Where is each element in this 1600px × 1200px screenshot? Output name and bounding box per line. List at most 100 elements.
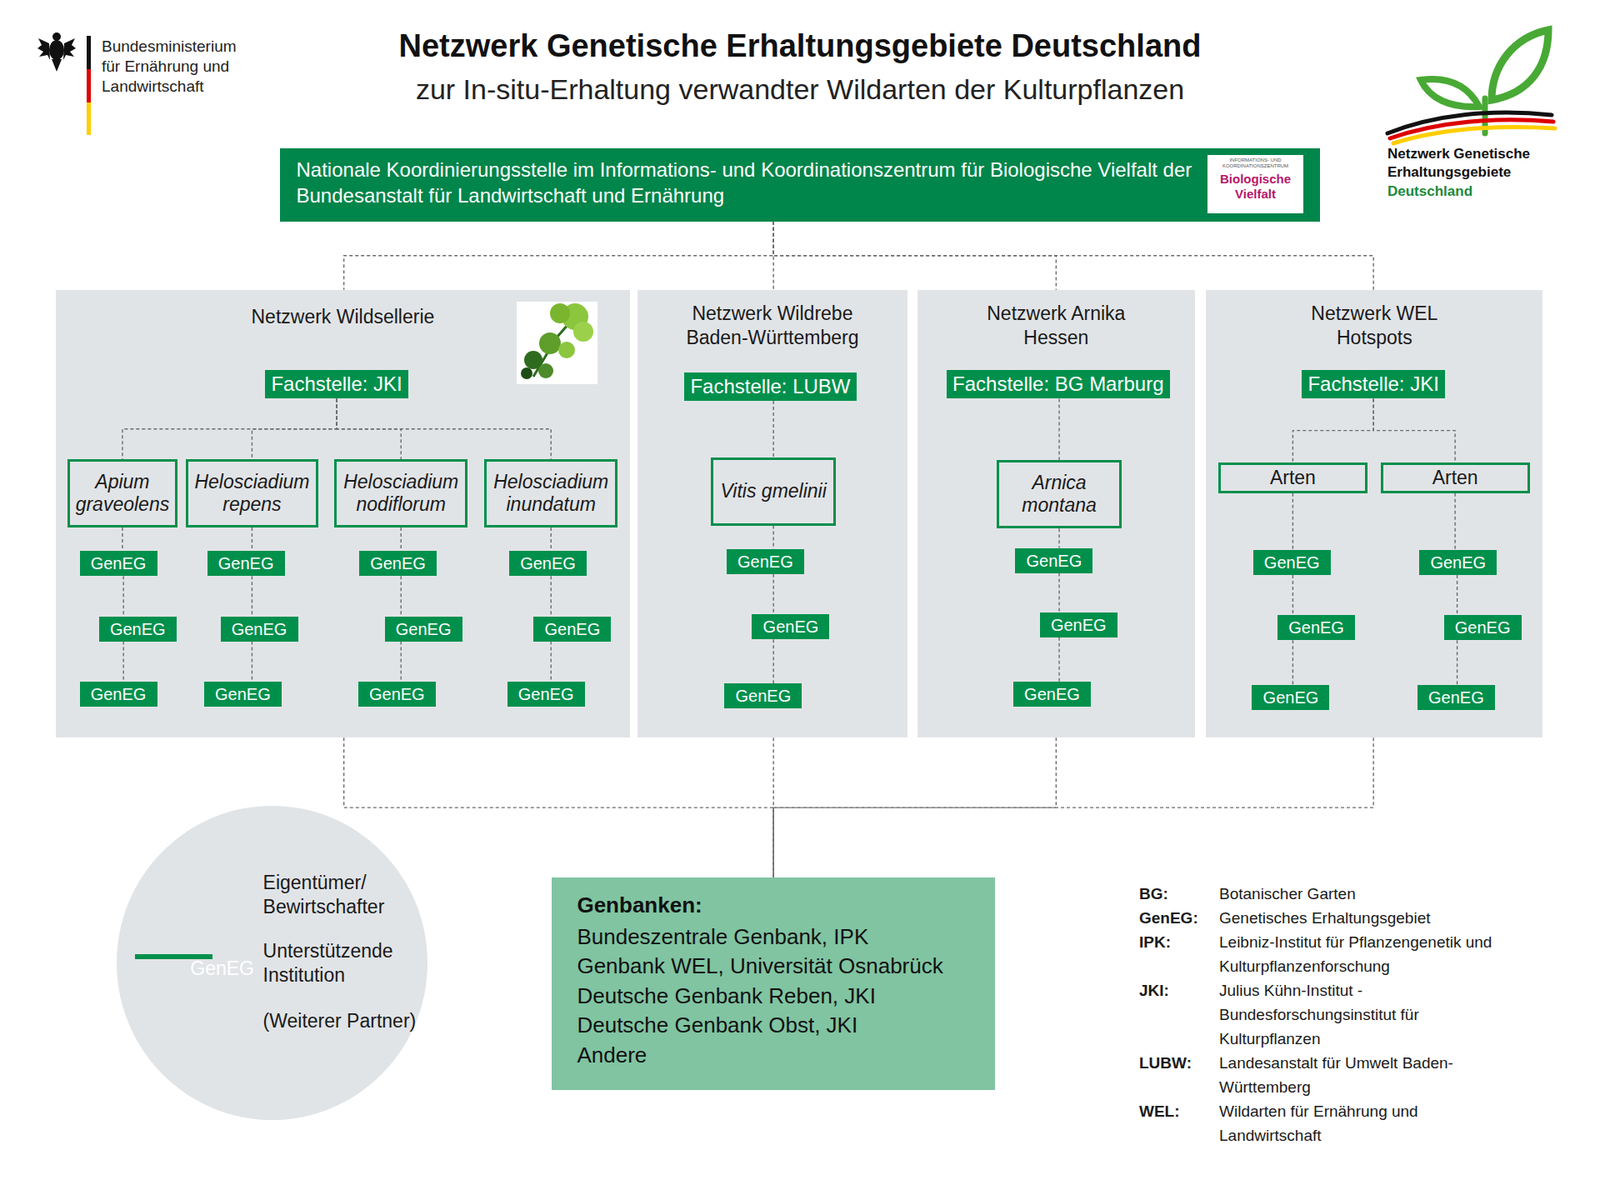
node-text: GenEG	[1285, 617, 1347, 638]
node-text: GenEG	[760, 616, 821, 637]
network-panel: Netzwerk WEL HotspotsFachstelle: JKIArte…	[1205, 290, 1543, 739]
node-text: Andere	[576, 1040, 970, 1071]
dashed-connector	[122, 641, 124, 682]
node-text: GenEG	[107, 619, 169, 640]
geneg-box: GenEG	[509, 550, 587, 576]
flag-gold	[86, 102, 91, 135]
dashed-connector	[772, 574, 774, 615]
node-text: Vitis gmelinii	[715, 480, 832, 503]
node-text: GenEG	[541, 619, 603, 640]
abbreviation: GenEG:	[1139, 905, 1220, 930]
dashed-connector	[772, 639, 774, 684]
geneg-box: GenEG	[207, 550, 285, 576]
node-text: GenEG	[88, 684, 150, 705]
node-text: GenEG	[735, 551, 796, 572]
geneg-box: GenEG	[1419, 550, 1497, 575]
dashed-connector	[773, 221, 1374, 290]
logo-text: Deutschland	[1387, 182, 1567, 201]
geneg-box: GenEG	[1253, 550, 1331, 575]
dashed-connector	[1058, 637, 1060, 682]
abbreviation-meaning: Leibniz-Institut für Pflanzengenetik und…	[1219, 930, 1520, 979]
node-text: Helosciadium nodiflorum	[339, 470, 463, 516]
geneg-box: GenEG	[80, 681, 158, 707]
dashed-connector	[251, 527, 253, 551]
node-text: GenEG	[732, 685, 794, 706]
node-text: Nationale Koordinierungsstelle im Inform…	[296, 156, 1197, 209]
dashed-connector	[1454, 493, 1455, 550]
abbreviation: IPK:	[1139, 930, 1220, 979]
geneg-box: GenEG	[1251, 685, 1330, 710]
abbreviation: JKI:	[1139, 978, 1220, 1051]
dashed-connector	[550, 641, 552, 682]
dashed-connector	[550, 575, 552, 616]
geneg-box: GenEG	[1417, 685, 1495, 710]
species-box: Vitis gmelinii	[710, 457, 837, 526]
fachstelle-box: Fachstelle: JKI	[265, 370, 408, 399]
network-panel: Netzwerk WildsellerieFachstelle: JKIApiu…	[55, 290, 630, 739]
geneg-box: GenEG	[724, 683, 802, 709]
geneg-box: GenEG	[1444, 615, 1522, 640]
geneg-box: GenEG	[99, 616, 177, 642]
node-text: Apium graveolens	[72, 470, 173, 516]
dashed-connector	[1456, 575, 1458, 615]
node-text: Helosciadium repens	[190, 470, 314, 516]
node-text: Deutsche Genbank Obst, JKI	[576, 1010, 970, 1041]
node-text: Genbanken:	[576, 890, 970, 921]
dashed-connector	[121, 527, 123, 551]
partner-circle: Eigentümer/ BewirtschafterUnterstützende…	[116, 805, 428, 1120]
logo-text: Netzwerk Genetische Erhaltungsgebiete	[1387, 145, 1567, 182]
dashed-connector	[772, 400, 774, 458]
dashed-connector	[122, 575, 124, 616]
dashed-connector	[1058, 528, 1060, 548]
fachstelle-box: Fachstelle: BG Marburg	[946, 370, 1170, 399]
node-text: GenEG	[229, 619, 290, 640]
page-title: Netzwerk Genetische Erhaltungsgebiete De…	[0, 28, 1600, 65]
dashed-connector	[1292, 493, 1294, 550]
logo-card	[1207, 155, 1304, 214]
network-panel: Netzwerk Arnika HessenFachstelle: BG Mar…	[917, 290, 1195, 739]
dashed-connector	[550, 527, 552, 551]
geneg-box: GenEG	[385, 616, 463, 642]
geneg-box: GenEG	[751, 614, 830, 640]
geneg-box: GenEG	[1277, 615, 1355, 640]
dashed-connector	[1292, 640, 1294, 685]
dashed-connector	[400, 527, 402, 551]
node-text: Bundeszentrale Genbank, IPK	[576, 922, 970, 953]
network-logo	[1387, 30, 1555, 144]
dashed-connector	[344, 737, 775, 878]
node-text: Fachstelle: BG Marburg	[952, 371, 1164, 397]
node-text: GenEG	[1452, 617, 1514, 638]
abbreviation: BG:	[1139, 881, 1220, 906]
dashed-connector	[1292, 575, 1294, 615]
node-text: GenEG	[515, 684, 577, 705]
dashed-connector	[400, 575, 402, 616]
species-box: Arnica montana	[996, 460, 1123, 529]
dashed-connector	[122, 398, 337, 460]
node-text: GenEG	[143, 956, 302, 981]
geneg-box: GenEG	[135, 954, 213, 960]
panel-title: Netzwerk Wildrebe Baden-Württemberg	[672, 301, 873, 350]
node-text: Arten	[1386, 466, 1525, 490]
arten-box: Arten	[1218, 462, 1368, 494]
network-panel: Netzwerk Wildrebe Baden-WürttembergFachs…	[637, 290, 907, 739]
node-text: Fachstelle: JKI	[270, 371, 402, 397]
dashed-connector	[1373, 398, 1455, 462]
abbreviation-meaning: Wildarten für Ernährung und Landwirtscha…	[1219, 1099, 1520, 1148]
dashed-connector	[1456, 640, 1458, 685]
node-text: GenEG	[517, 553, 579, 574]
dashed-connector	[344, 221, 775, 290]
genebank-box: Genbanken:Bundeszentrale Genbank, IPKGen…	[551, 877, 995, 1090]
node-text: GenEG	[393, 619, 455, 640]
node-text: Genbank WEL, Universität Osnabrück	[576, 951, 970, 982]
dashed-connector	[772, 221, 774, 290]
node-text: GenEG	[1427, 552, 1489, 573]
node-text: GenEG	[215, 553, 277, 574]
fachstelle-box: Fachstelle: JKI	[1301, 370, 1445, 399]
dashed-connector	[400, 641, 402, 682]
abbreviation-meaning: Genetisches Erhaltungsgebiet	[1219, 905, 1520, 930]
node-text: (Weiterer Partner)	[263, 1009, 422, 1034]
node-text: Eigentümer/ Bewirtschafter	[263, 870, 422, 920]
logo-text: Biologische Vielfalt	[1210, 171, 1301, 202]
node-text: GenEG	[366, 684, 428, 705]
node-text: GenEG	[1021, 684, 1083, 705]
